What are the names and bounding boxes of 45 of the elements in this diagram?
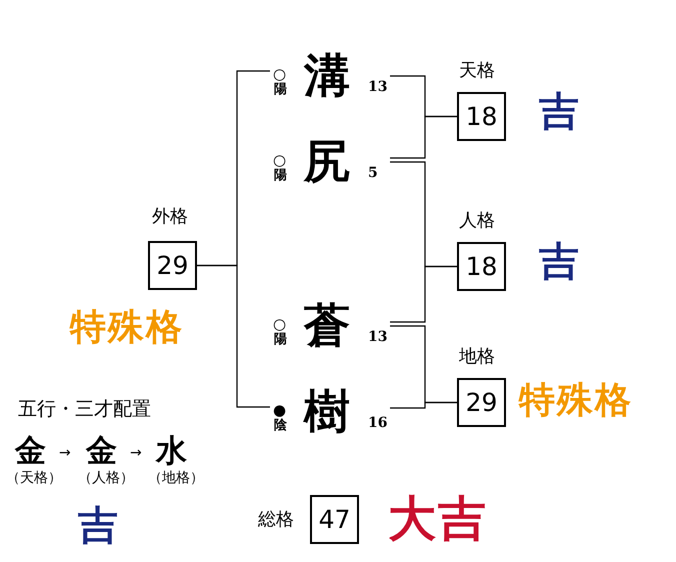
yin-yang-label: 陽: [274, 169, 287, 182]
fortune-rating: 特殊格: [519, 382, 633, 418]
stroke-count: 16: [368, 416, 388, 430]
element-character: 金: [15, 436, 46, 467]
element-character: 金: [86, 436, 117, 467]
name-character: 樹: [304, 388, 350, 434]
name-character: 尻: [304, 138, 350, 184]
small-arrow: →: [59, 446, 71, 460]
score-heading: 総格: [258, 511, 294, 529]
fortune-rating: 大吉: [388, 495, 488, 543]
yin-yang-label: 陽: [274, 333, 287, 346]
fortune-rating: 特殊格: [70, 309, 184, 345]
small-arrow: →: [130, 446, 142, 460]
bracket-line: [390, 116, 457, 159]
grid-name: （地格）: [148, 471, 204, 485]
bracket-line: [197, 264, 270, 408]
score-box: 18: [457, 92, 506, 141]
name-character: 蒼: [304, 302, 350, 348]
bracket-line: [390, 402, 457, 409]
fortune-rating: 吉: [539, 242, 581, 282]
circle-symbol: ●: [273, 403, 286, 418]
score-heading: 人格: [459, 212, 495, 230]
score-box: 29: [457, 378, 506, 427]
circle-symbol: ○: [273, 317, 286, 332]
bracket-line: [390, 266, 457, 323]
stroke-count: 13: [368, 330, 388, 344]
yin-yang-label: 陰: [274, 419, 287, 432]
fortune-rating: 吉: [78, 506, 118, 546]
grid-name: （人格）: [78, 471, 134, 485]
grid-name: （天格）: [6, 471, 62, 485]
name-character: 溝: [304, 52, 350, 98]
score-heading: 地格: [459, 348, 495, 366]
score-box: 47: [310, 495, 359, 544]
element-character: 水: [156, 436, 187, 467]
fortune-rating: 吉: [539, 92, 581, 132]
stroke-count: 5: [368, 166, 378, 180]
score-box: 29: [148, 241, 197, 290]
yin-yang-label: 陽: [274, 83, 287, 96]
score-heading: 外格: [152, 208, 188, 226]
circle-symbol: ○: [273, 153, 286, 168]
circle-symbol: ○: [273, 67, 286, 82]
stroke-count: 13: [368, 80, 388, 94]
score-box: 18: [457, 242, 506, 291]
score-heading: 天格: [459, 62, 495, 80]
section-heading: 五行・三才配置: [18, 400, 151, 419]
